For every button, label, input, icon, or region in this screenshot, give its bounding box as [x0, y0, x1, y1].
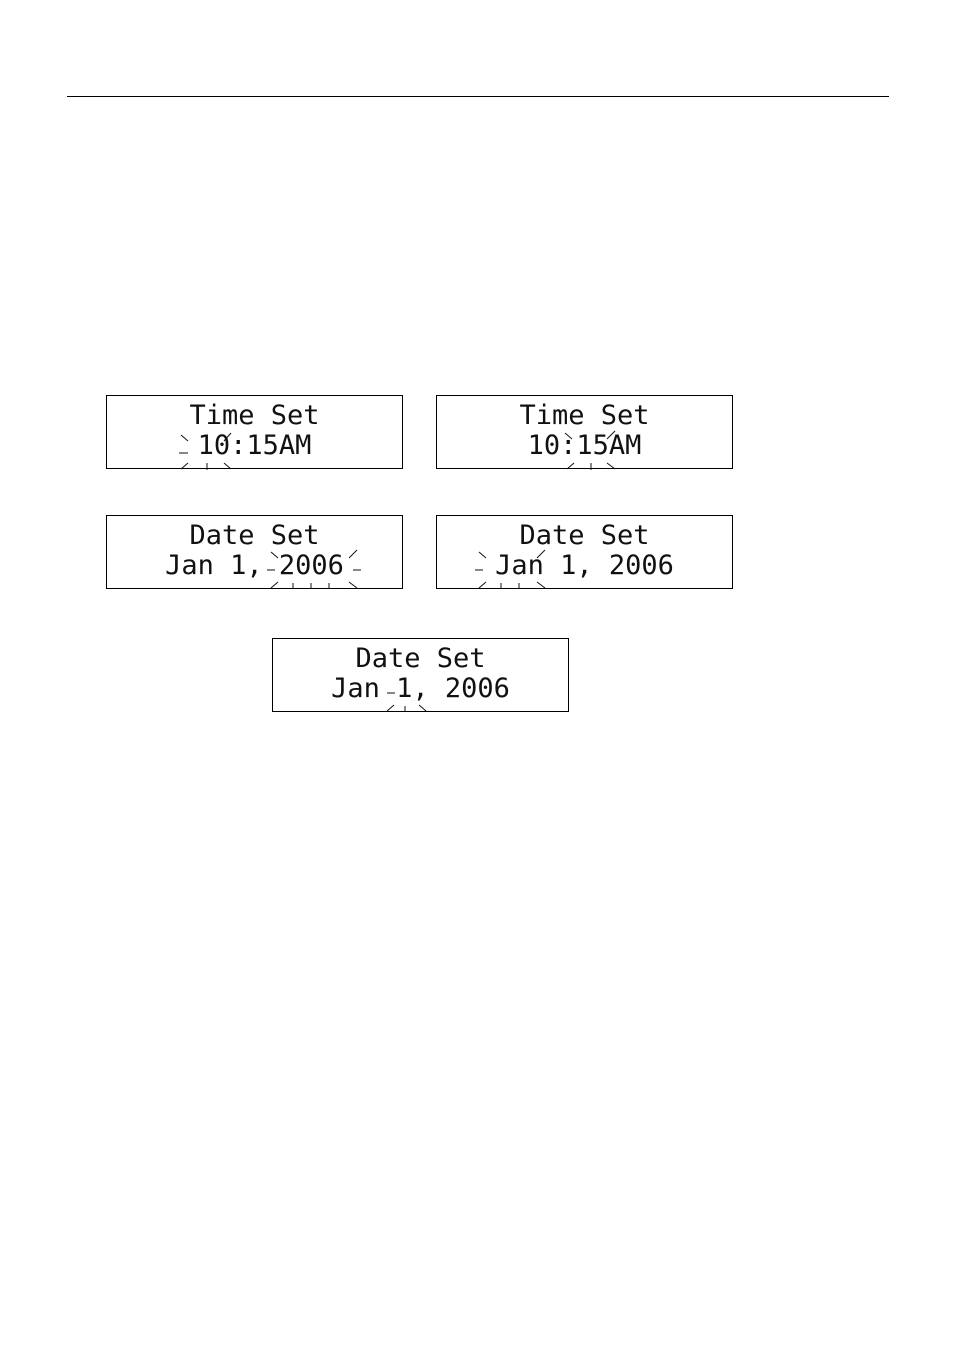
- lcd-line-2: 10:15AM: [107, 431, 402, 461]
- lcd-time-set-minute: Time Set 10:15AM: [436, 395, 733, 469]
- lcd-line-1: Time Set: [107, 401, 402, 431]
- lcd-date-set-month: Date Set Jan 1, 2006: [436, 515, 733, 589]
- lcd-line-2: Jan 1, 2006: [437, 551, 732, 581]
- lcd-line-1: Date Set: [437, 521, 732, 551]
- lcd-date-set-day: Date Set Jan 1, 2006: [272, 638, 569, 712]
- lcd-time-set-hour: Time Set 10:15AM: [106, 395, 403, 469]
- lcd-date-set-year: Date Set Jan 1, 2006: [106, 515, 403, 589]
- header-rule: [67, 96, 889, 97]
- lcd-line-1: Date Set: [273, 644, 568, 674]
- lcd-line-1: Time Set: [437, 401, 732, 431]
- lcd-line-2: Jan 1, 2006: [273, 674, 568, 704]
- lcd-line-2: Jan 1, 2006: [107, 551, 402, 581]
- lcd-line-2: 10:15AM: [437, 431, 732, 461]
- lcd-line-1: Date Set: [107, 521, 402, 551]
